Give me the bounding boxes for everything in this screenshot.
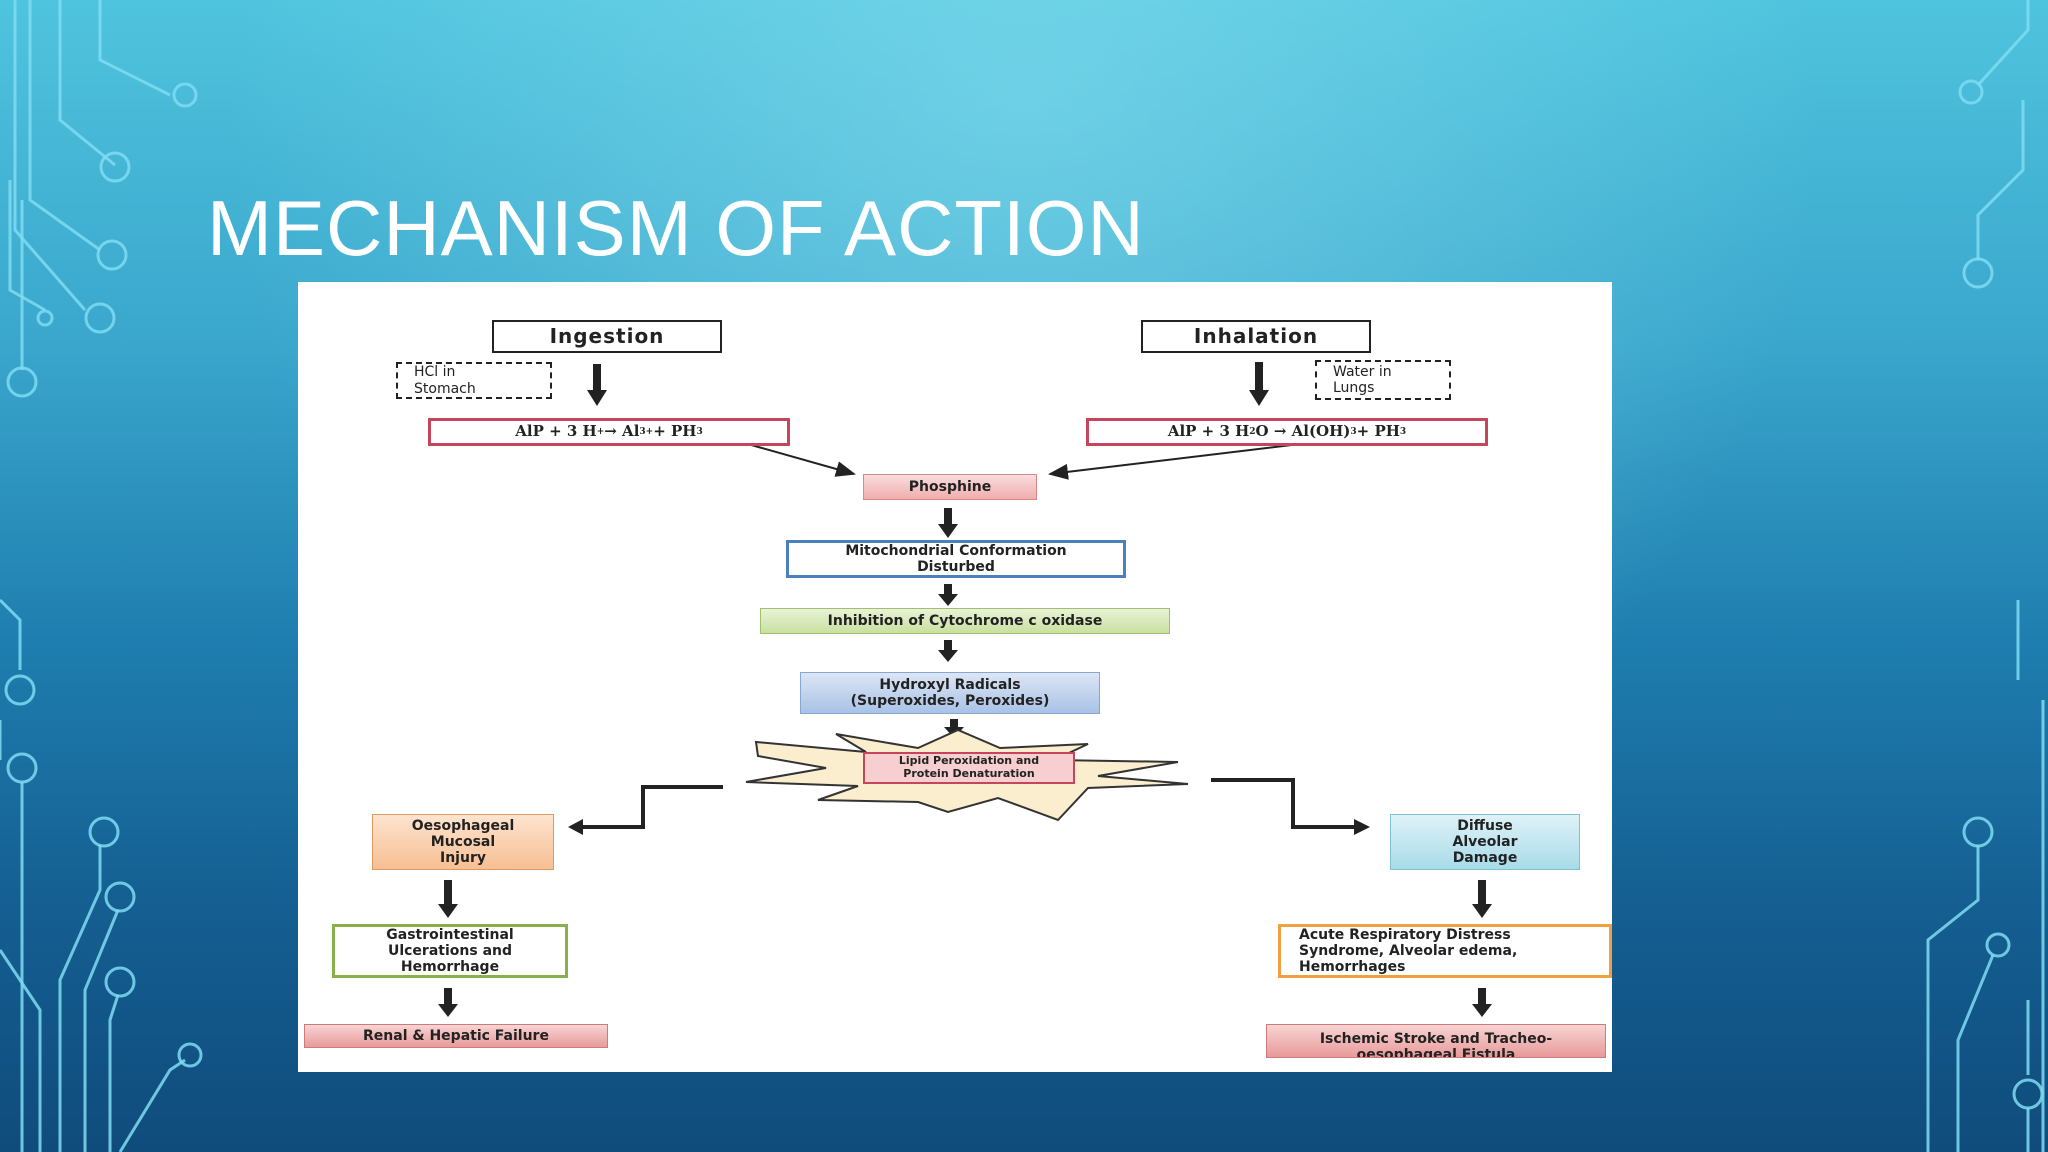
diffuse-alveolar-box: Diffuse Alveolar Damage — [1390, 814, 1580, 870]
arrow-ards-down — [1472, 988, 1492, 1017]
renal-hepatic-box: Renal & Hepatic Failure — [304, 1024, 608, 1048]
mechanism-flowchart: Ingestion Inhalation HCl in Stomach Wate… — [298, 282, 1612, 1072]
arrow-cyto-down — [938, 640, 958, 662]
circuit-decoration-right — [1926, 0, 2045, 1152]
ingestion-box: Ingestion — [492, 320, 722, 353]
hcl-stomach-note: HCl in Stomach — [396, 362, 552, 399]
inhalation-box: Inhalation — [1141, 320, 1371, 353]
arrow-phosphine-down — [938, 508, 958, 538]
circuit-decoration-left — [0, 0, 203, 1152]
elbow-to-diffuse — [1211, 778, 1360, 829]
hydroxyl-box: Hydroxyl Radicals (Superoxides, Peroxide… — [800, 672, 1100, 714]
ischemic-stroke-box: Ischemic Stroke and Tracheo- oesophageal… — [1266, 1024, 1606, 1058]
arrow-ingestion-down — [587, 364, 607, 406]
phosphine-box: Phosphine — [863, 474, 1037, 500]
water-lungs-note: Water in Lungs — [1315, 360, 1451, 400]
ards-box: Acute Respiratory Distress Syndrome, Alv… — [1278, 924, 1612, 978]
elbow-to-oesophageal — [573, 785, 723, 829]
cytochrome-box: Inhibition of Cytochrome c oxidase — [760, 608, 1170, 634]
gastrointestinal-box: Gastrointestinal Ulcerations and Hemorrh… — [332, 924, 568, 978]
arrow-gi-down — [438, 988, 458, 1017]
arrow-mito-down — [938, 584, 958, 606]
mitochondrial-box: Mitochondrial Conformation Disturbed — [786, 540, 1126, 578]
arrow-diffuse-down — [1472, 880, 1492, 918]
arrow-oeso-down — [438, 880, 458, 918]
lipid-peroxidation-box: Lipid Peroxidation and Protein Denaturat… — [863, 752, 1075, 784]
oesophageal-box: Oesophageal Mucosal Injury — [372, 814, 554, 870]
arrow-inhalation-down — [1249, 362, 1269, 406]
slide-title: MECHANISM OF ACTION — [207, 184, 1145, 272]
